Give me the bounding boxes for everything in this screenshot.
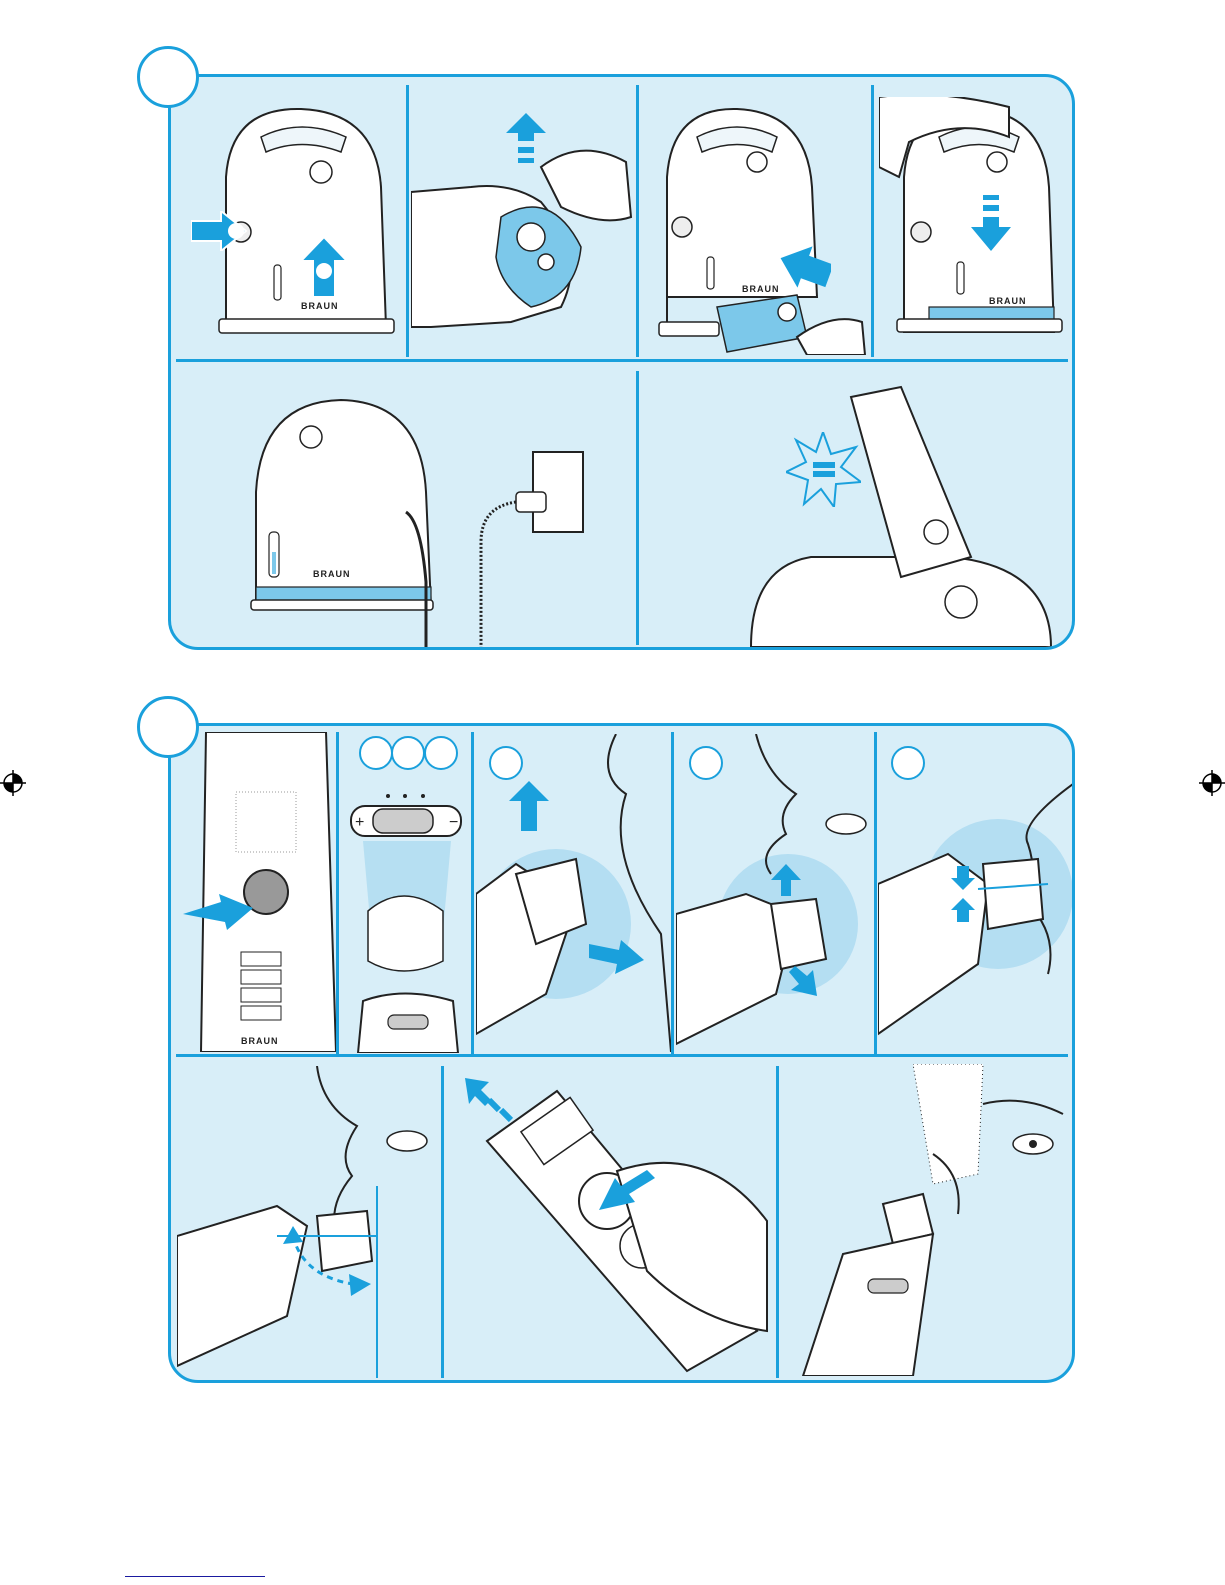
footer-rule (125, 1576, 265, 1577)
scene-select-mode: + − (343, 771, 471, 1053)
plus-icon: + (355, 814, 364, 831)
scene-place-shaver (731, 377, 1061, 647)
divider (636, 85, 639, 357)
divider (176, 1054, 1068, 1057)
svg-text:BRAUN: BRAUN (313, 569, 351, 579)
up-arrow-icon (509, 781, 549, 831)
divider (336, 732, 339, 1054)
divider (471, 732, 474, 1054)
divider (871, 85, 874, 357)
svg-text:BRAUN: BRAUN (301, 301, 339, 311)
push-arrow-icon (599, 1166, 655, 1216)
divider (176, 359, 1068, 362)
up-arrow-icon (506, 113, 546, 173)
push-arrow-icon (779, 245, 831, 289)
right-arrow-icon (589, 934, 644, 974)
scene-trim-sideburns (783, 1064, 1073, 1376)
down-arrow-icon (971, 195, 1011, 255)
registration-mark-left-icon (0, 770, 26, 796)
mode-badge-1 (359, 736, 393, 770)
scene-shave-upper-lip (878, 734, 1073, 1052)
scene-insert-cartridge: BRAUN (647, 97, 867, 355)
scene-shave-neck (476, 734, 671, 1052)
scene-connect-power: BRAUN (241, 382, 621, 647)
registration-mark-right-icon (1199, 770, 1225, 796)
press-arrow-icon (191, 211, 251, 251)
section-b-step-badge (137, 696, 199, 758)
divider (406, 85, 409, 357)
up-arrow-icon (771, 864, 801, 896)
divider (441, 1066, 444, 1378)
flash-indicator-icon (786, 432, 861, 507)
svg-text:BRAUN: BRAUN (241, 1036, 279, 1046)
mode-badge-3 (424, 736, 458, 770)
divider (671, 732, 674, 1054)
section-a-panel: BRAUN BRAUN (168, 74, 1075, 650)
scene-tilt-angle (177, 1066, 439, 1378)
svg-text:BRAUN: BRAUN (989, 296, 1027, 306)
svg-text:BRAUN: BRAUN (742, 284, 780, 294)
press-arrow-icon (183, 894, 253, 934)
divider (776, 1066, 779, 1378)
down-arrow-icon (789, 966, 821, 998)
divider (874, 732, 877, 1054)
up-arrow-icon (301, 237, 347, 297)
compress-arrows-icon (951, 866, 975, 922)
scene-switch-on: BRAUN (196, 732, 336, 1052)
mode-badge-2 (391, 736, 425, 770)
curved-arrow-icon (283, 1226, 373, 1296)
section-b-panel: BRAUN + − (168, 723, 1075, 1383)
motion-arrow-icon (465, 1078, 525, 1128)
divider (636, 371, 639, 645)
section-a-step-badge (137, 46, 199, 108)
minus-icon: − (449, 814, 458, 831)
